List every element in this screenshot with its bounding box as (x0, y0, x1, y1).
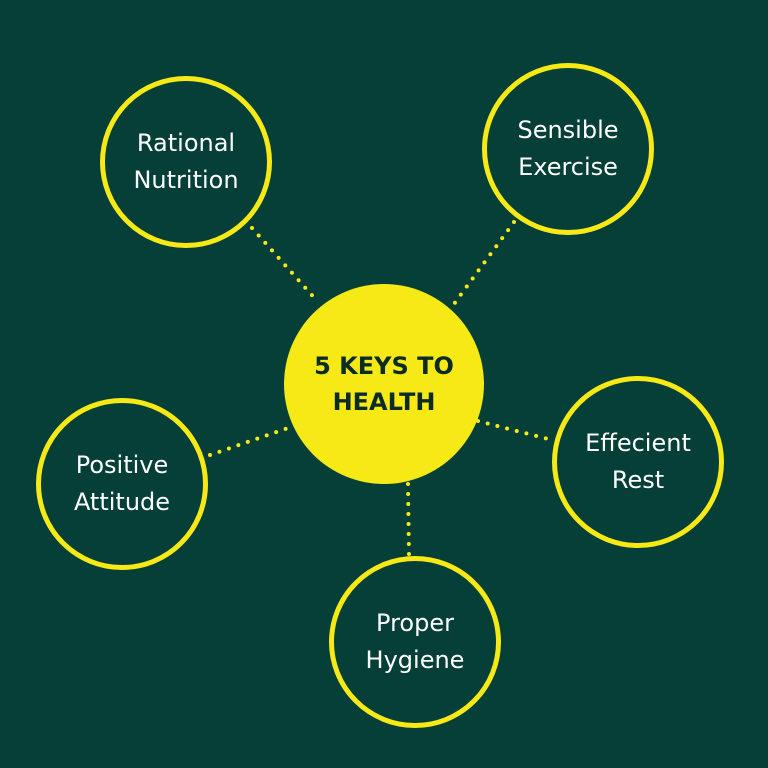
node-label-line-2: Exercise (518, 153, 618, 181)
node-label-line-2: Attitude (73, 488, 171, 516)
node-sensible-exercise: Sensible Exercise (482, 63, 654, 235)
center-label-line-1: 5 KEYS TO (314, 352, 454, 380)
connector-sensible-exercise (452, 220, 516, 306)
connector-proper-hygiene (406, 482, 411, 558)
connector-rational-nutrition (250, 226, 320, 304)
node-label-line-2: Hygiene (365, 646, 465, 674)
node-label-line-1: Sensible (517, 116, 619, 144)
node-label-line-2: Nutrition (133, 166, 239, 194)
node-rational-nutrition: Rational Nutrition (100, 76, 272, 248)
node-label-line-1: Rational (136, 129, 236, 157)
center-label-line-2: HEALTH (332, 388, 436, 416)
node-positive-attitude: Positive Attitude (36, 398, 208, 570)
node-proper-hygiene: Proper Hygiene (329, 556, 501, 728)
node-label-line-1: Effecient (585, 429, 691, 457)
center-node: 5 KEYS TO HEALTH (284, 284, 484, 484)
node-label-line-1: Proper (376, 609, 454, 637)
node-efficient-rest: Effecient Rest (552, 376, 724, 548)
node-label-line-1: Positive (75, 451, 169, 479)
node-label-line-2: Rest (611, 466, 665, 494)
connector-positive-attitude (208, 426, 290, 457)
connector-efficient-rest (476, 419, 554, 442)
